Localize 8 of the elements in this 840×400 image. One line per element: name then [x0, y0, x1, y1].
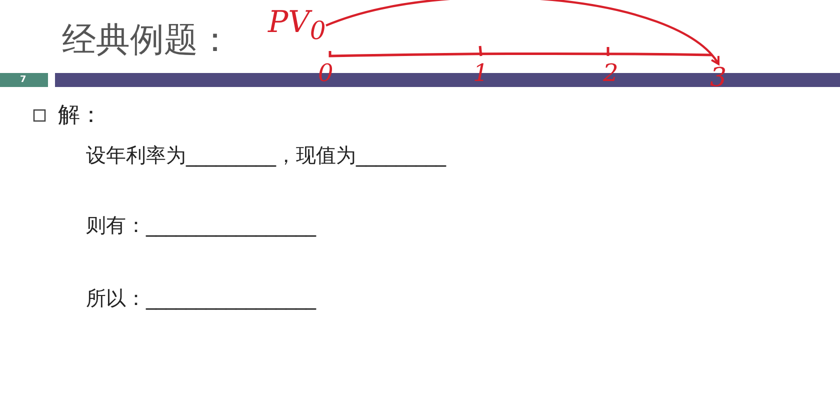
fill-in-line: 则有：_________________	[86, 214, 316, 236]
slide-number: 7	[0, 73, 48, 87]
fill-in-line: 设年利率为_________，现值为_________	[86, 144, 446, 166]
handwritten-label: PV$_{0}$	[268, 6, 326, 44]
bullet-text: 解：	[58, 104, 102, 128]
slide-title: 经典例题：	[62, 22, 232, 60]
fill-in-line: 所以：_________________	[86, 287, 316, 309]
curved-arrow	[326, 0, 720, 65]
